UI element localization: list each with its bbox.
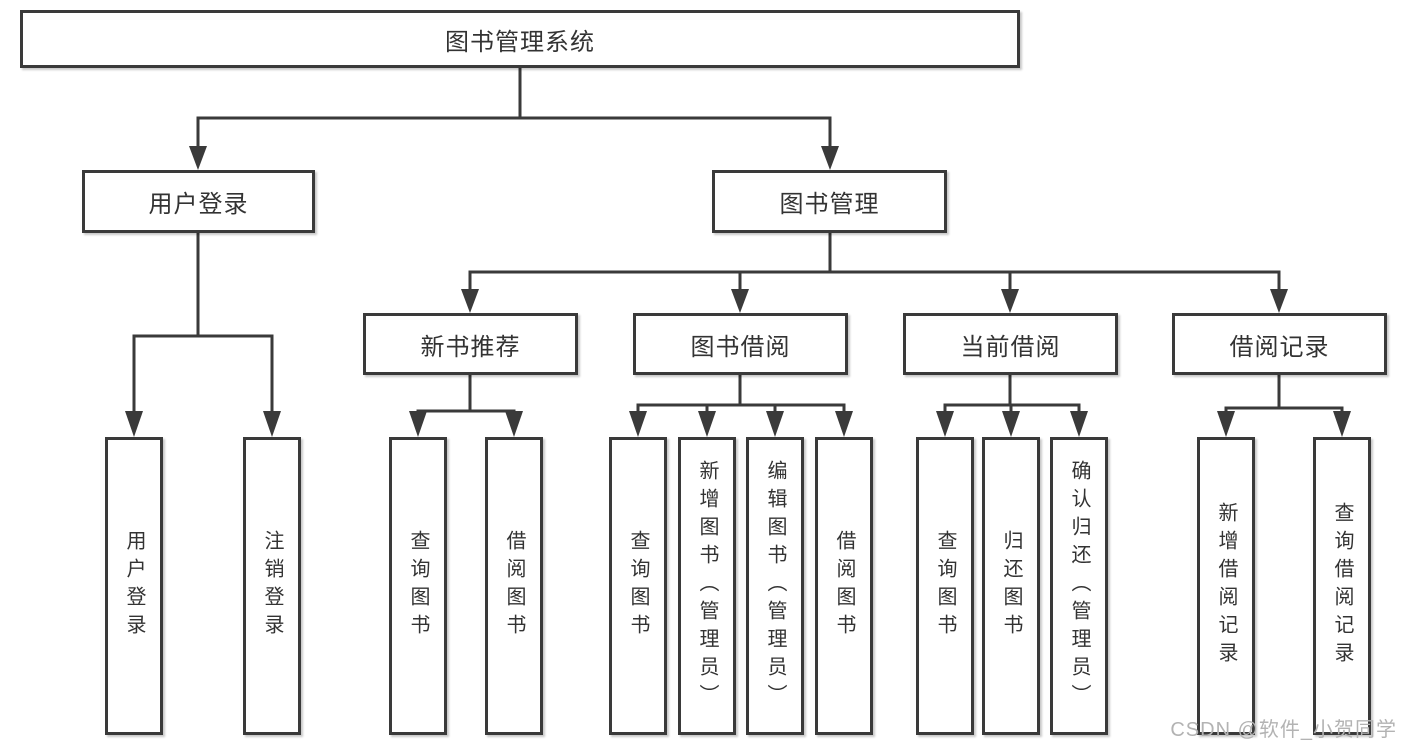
node-label: 借阅图书 xyxy=(833,530,855,642)
node-current-borrowing: 当前借阅 xyxy=(903,313,1118,375)
leaf-query-books-current: 查询图书 xyxy=(916,437,974,735)
node-label: 借阅记录 xyxy=(1229,333,1330,361)
node-book-management: 图书管理 xyxy=(712,170,947,233)
node-label: 查询图书 xyxy=(934,530,956,642)
node-label: 新增借阅记录 xyxy=(1215,502,1237,670)
leaf-confirm-return-admin: 确认归还（管理员） xyxy=(1050,437,1108,735)
leaf-borrow-books: 借阅图书 xyxy=(815,437,873,735)
node-borrowing-records: 借阅记录 xyxy=(1172,313,1387,375)
leaf-return-books: 归还图书 xyxy=(982,437,1040,735)
node-label: 新增图书（管理员） xyxy=(696,460,718,712)
node-label: 注销登录 xyxy=(261,530,283,642)
csdn-watermark: CSDN @软件_小贺同学 xyxy=(1170,719,1397,741)
node-user-login: 用户登录 xyxy=(82,170,315,233)
node-book-borrowing: 图书借阅 xyxy=(633,313,848,375)
leaf-query-books-borrow: 查询图书 xyxy=(609,437,667,735)
node-label: 用户登录 xyxy=(123,530,145,642)
leaf-add-borrow-record: 新增借阅记录 xyxy=(1197,437,1255,735)
leaf-borrow-books-recommend: 借阅图书 xyxy=(485,437,543,735)
leaf-query-borrow-record: 查询借阅记录 xyxy=(1313,437,1371,735)
node-label: 查询图书 xyxy=(627,530,649,642)
node-label: 图书管理系统 xyxy=(445,28,595,56)
node-label: 用户登录 xyxy=(148,191,249,218)
node-label: 当前借阅 xyxy=(960,333,1061,361)
leaf-user-login: 用户登录 xyxy=(105,437,163,735)
node-label: 查询图书 xyxy=(407,530,429,642)
leaf-edit-books-admin: 编辑图书（管理员） xyxy=(746,437,804,735)
node-label: 编辑图书（管理员） xyxy=(764,460,786,712)
node-label: 新书推荐 xyxy=(420,333,521,361)
node-label: 借阅图书 xyxy=(503,530,525,642)
node-new-book-recommendation: 新书推荐 xyxy=(363,313,578,375)
node-label: 确认归还（管理员） xyxy=(1068,460,1090,712)
leaf-logout: 注销登录 xyxy=(243,437,301,735)
node-label: 图书管理 xyxy=(779,191,880,218)
leaf-add-books-admin: 新增图书（管理员） xyxy=(678,437,736,735)
node-label: 图书借阅 xyxy=(690,333,791,361)
node-label: 归还图书 xyxy=(1000,530,1022,642)
node-library-management-system: 图书管理系统 xyxy=(20,10,1020,68)
leaf-query-books-recommend: 查询图书 xyxy=(389,437,447,735)
node-label: 查询借阅记录 xyxy=(1331,502,1353,670)
